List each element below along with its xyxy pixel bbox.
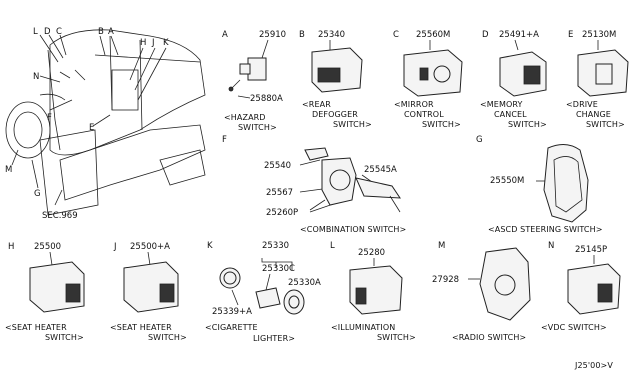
part-caption: <CIGARETTE	[205, 323, 258, 332]
part-number: 25330A	[288, 278, 321, 288]
part-number: 25880A	[250, 94, 283, 104]
dashboard-overview	[5, 29, 206, 216]
part-caption: SWITCH>	[586, 120, 625, 129]
part-caption: SWITCH>	[508, 120, 547, 129]
memory-cancel-switch-group: D 25491+A <MEMORY CANCEL SWITCH>	[480, 30, 547, 129]
mirror-control-switch-group: C 25560M <MIRROR CONTROL SWITCH>	[393, 30, 463, 129]
part-number: 25540	[264, 161, 291, 171]
overview-label: J	[151, 38, 155, 48]
part-caption: <SEAT HEATER	[5, 323, 67, 332]
rear-defogger-switch-group: B 25340 <REAR DEFOGGER SWITCH>	[299, 30, 372, 129]
part-number: 25340	[318, 30, 345, 40]
part-caption: <DRIVE	[566, 100, 598, 109]
drive-change-switch-group: E 25130M <DRIVE CHANGE SWITCH>	[566, 30, 629, 129]
part-caption: SWITCH>	[45, 333, 84, 342]
part-letter: M	[438, 241, 445, 251]
overview-label: B	[98, 27, 104, 37]
part-caption: <VDC SWITCH>	[541, 323, 607, 332]
mirror-control-switch-body	[403, 49, 463, 97]
part-caption: <COMBINATION SWITCH>	[300, 225, 406, 234]
illumination-switch-group: L 25280 <ILLUMINATION SWITCH>	[330, 241, 416, 342]
part-letter: K	[207, 241, 213, 251]
part-caption: SWITCH>	[422, 120, 461, 129]
part-number: 25567	[266, 188, 293, 198]
part-number: 25550M	[490, 176, 524, 186]
part-caption: <RADIO SWITCH>	[452, 333, 526, 342]
part-caption: <MEMORY	[480, 100, 523, 109]
part-caption: <ASCD STEERING SWITCH>	[488, 225, 603, 234]
overview-label: G	[34, 189, 41, 199]
memory-cancel-switch-body	[499, 51, 547, 97]
seat-heater-switch-group: H 25500 <SEAT HEATER SWITCH>	[5, 242, 85, 342]
seat-heater-switch-alt-group: J 25500+A <SEAT HEATER SWITCH>	[110, 242, 187, 342]
overview-label: D	[44, 27, 51, 37]
part-letter: B	[299, 30, 305, 40]
part-letter: J	[113, 242, 117, 252]
combination-lever	[304, 147, 329, 161]
part-number: 25339+A	[212, 307, 252, 317]
part-number: 25491+A	[499, 30, 539, 40]
part-letter: D	[482, 30, 489, 40]
part-letter: N	[548, 241, 554, 251]
part-letter: E	[568, 30, 573, 40]
part-caption: <ILLUMINATION	[331, 323, 395, 332]
part-letter: L	[330, 241, 335, 251]
part-caption: <SEAT HEATER	[110, 323, 172, 332]
part-number: 25130M	[582, 30, 616, 40]
ascd-steering-switch-group: G 25550M <ASCD STEERING SWITCH>	[476, 135, 603, 234]
part-caption: SWITCH>	[333, 120, 372, 129]
part-caption: CONTROL	[404, 110, 444, 119]
part-number: 25545A	[364, 165, 397, 175]
overview-label: A	[108, 27, 114, 37]
part-caption: SWITCH>	[238, 123, 277, 132]
overview-label: C	[56, 27, 62, 37]
combination-switch-group: F 25540 25545A 25567 25260P <COMBINATION…	[222, 135, 406, 234]
part-letter: A	[222, 30, 228, 40]
part-caption: <HAZARD	[224, 113, 266, 122]
overview-label: L	[33, 27, 38, 37]
part-number: 27928	[432, 275, 459, 285]
part-number: 25500	[34, 242, 61, 252]
part-number: 25330C	[262, 264, 295, 274]
part-letter: F	[222, 135, 227, 145]
part-caption: <REAR	[302, 100, 331, 109]
part-caption: CANCEL	[494, 110, 527, 119]
lighter-element	[255, 287, 281, 309]
overview-label: K	[163, 38, 169, 48]
overview-label: M	[5, 165, 12, 175]
part-caption: LIGHTER>	[253, 334, 295, 343]
overview-label: N	[33, 72, 39, 82]
part-number: 25500+A	[130, 242, 170, 252]
part-number: 25260P	[266, 208, 298, 218]
part-number: 25145P	[575, 245, 607, 255]
part-number: 25910	[259, 30, 286, 40]
overview-label: H	[140, 38, 146, 48]
diagram-code: J25'00>V	[574, 361, 613, 370]
part-number: 25560M	[416, 30, 450, 40]
part-letter: G	[476, 135, 483, 145]
hazard-switch-group: A 25910 25880A <HAZARD SWITCH>	[222, 30, 286, 132]
cigarette-lighter-group: K 25330 25330C 25330A 25339+A <CIGARETTE…	[205, 241, 321, 343]
overview-label: F	[47, 113, 52, 123]
section-reference: SEC.969	[42, 211, 78, 221]
part-caption: <MIRROR	[394, 100, 434, 109]
part-caption: SWITCH>	[377, 333, 416, 342]
part-letter: C	[393, 30, 399, 40]
part-number: 25280	[358, 248, 385, 258]
part-caption: CHANGE	[576, 110, 611, 119]
part-letter: H	[8, 242, 14, 252]
overview-label: E	[89, 123, 94, 133]
part-number: 25330	[262, 241, 289, 251]
radio-switch-group: M 27928 <RADIO SWITCH>	[432, 241, 531, 342]
hazard-switch-body	[247, 57, 267, 81]
part-caption: DEFOGGER	[312, 110, 358, 119]
vdc-switch-group: N 25145P <VDC SWITCH>	[541, 241, 621, 332]
part-caption: SWITCH>	[148, 333, 187, 342]
ascd-steering-switch-body	[543, 144, 589, 223]
